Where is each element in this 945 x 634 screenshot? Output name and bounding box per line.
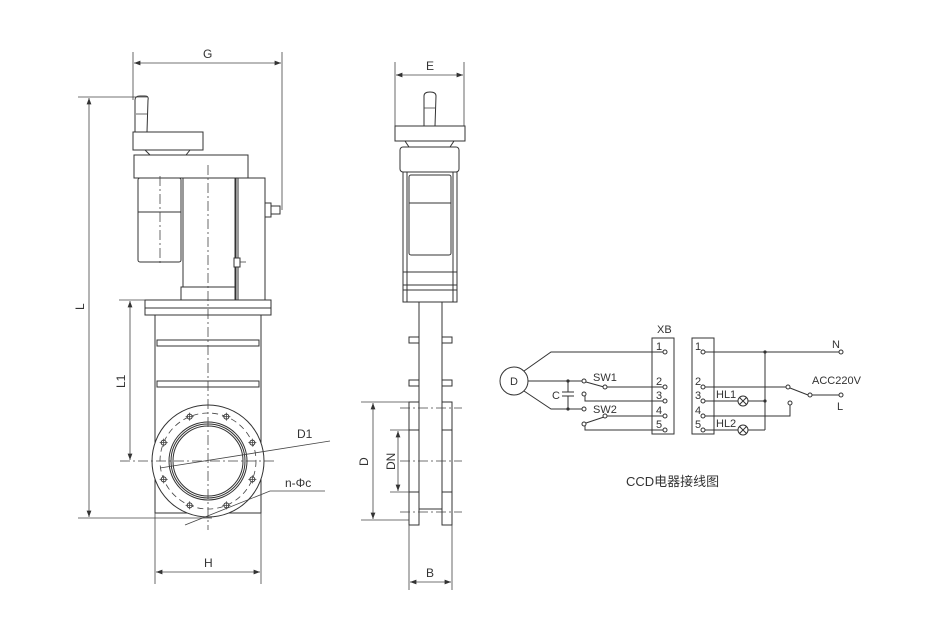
- dimension-dn: DN: [384, 429, 409, 493]
- column: [182, 177, 236, 301]
- dim-e-label: E: [426, 59, 434, 73]
- dimension-d1: D1: [159, 427, 331, 469]
- neutral-label: N: [832, 339, 840, 351]
- live-label: L: [837, 401, 843, 413]
- terminal-number-left: 1: [656, 341, 662, 353]
- front-view: G: [73, 47, 331, 584]
- side-flange-left: [408, 401, 420, 526]
- capacitor-label: C: [552, 390, 560, 402]
- dimension-h: H: [154, 513, 262, 584]
- xb-label: XB: [657, 324, 672, 336]
- contact-point: [602, 413, 608, 419]
- side-handwheel: [394, 125, 466, 142]
- sw1-label: SW1: [593, 372, 617, 384]
- dimension-b: B: [408, 525, 453, 590]
- bolt-hole-icon: [185, 412, 194, 421]
- contact-point: [581, 406, 587, 412]
- terminal-number-right: 2: [695, 376, 701, 388]
- sw2-label: SW2: [593, 404, 617, 416]
- contact-point: [787, 400, 793, 406]
- wiring-diagram: XB 1 1 2 2 3 3 4 4 5 5 D C SW1 SW2: [499, 324, 862, 489]
- hl2-label: HL2: [716, 418, 736, 430]
- bolt-hole-icon: [248, 475, 257, 484]
- dimension-e: E: [394, 59, 465, 130]
- side-handle: [423, 91, 437, 127]
- side-body: [418, 301, 443, 510]
- dim-g-label: G: [203, 47, 212, 61]
- terminal-number-right: 1: [695, 341, 701, 353]
- contact-point: [838, 392, 844, 398]
- contact-point: [581, 378, 587, 384]
- supply-label: ACC220V: [812, 375, 862, 387]
- terminal-screw: [700, 384, 706, 390]
- bolt-hole-icon: [159, 438, 168, 447]
- side-cap: [399, 146, 460, 173]
- side-bonnet: [402, 271, 458, 303]
- terminal-number-left: 2: [656, 376, 662, 388]
- side-flange-right: [441, 401, 453, 526]
- handwheel: [132, 131, 204, 151]
- bolt-holes: [159, 412, 257, 510]
- terminal-screw: [662, 384, 668, 390]
- bolt-hole-icon: [222, 501, 231, 510]
- contact-point: [602, 384, 608, 390]
- dimension-l: L: [73, 96, 212, 519]
- dimension-bolt-holes: n-Φc: [184, 476, 325, 526]
- terminal-screw: [662, 427, 668, 433]
- lamp-hl1-icon: [737, 395, 749, 407]
- contact-point: [581, 421, 587, 427]
- side-view: E D: [357, 59, 466, 590]
- bolt-hole-icon: [248, 438, 257, 447]
- terminal-number-right: 5: [695, 419, 701, 431]
- dim-d1-label: D1: [297, 427, 313, 441]
- contact-point: [785, 384, 791, 390]
- terminal-number-left: 5: [656, 419, 662, 431]
- bolt-hole-icon: [222, 412, 231, 421]
- terminal-screw: [662, 413, 668, 419]
- terminal-screw: [662, 349, 668, 355]
- motor: [137, 177, 182, 263]
- dim-h-label: H: [204, 556, 213, 570]
- dimension-d: D: [357, 401, 409, 521]
- bracket: [235, 177, 266, 301]
- dim-l1-label: L1: [114, 374, 128, 388]
- contact-point: [581, 391, 587, 397]
- limit-switch-fitting: [264, 202, 272, 218]
- terminal-screw: [700, 349, 706, 355]
- terminal-screw: [700, 413, 706, 419]
- terminal-screw: [700, 427, 706, 433]
- terminal-number-right: 4: [695, 405, 701, 417]
- terminal-number-left: 4: [656, 405, 662, 417]
- dim-b-label: B: [426, 566, 434, 580]
- dim-d-label: D: [357, 457, 371, 466]
- terminal-screw: [662, 398, 668, 404]
- dimension-l1: L1: [114, 299, 145, 460]
- motor-label: D: [510, 376, 518, 388]
- bolt-hole-icon: [185, 501, 194, 510]
- terminal-screw: [700, 398, 706, 404]
- top-cap: [133, 154, 249, 179]
- contact-point: [807, 392, 813, 398]
- lamp-hl2-icon: [737, 424, 749, 436]
- hl1-label: HL1: [716, 389, 736, 401]
- dim-l-label: L: [73, 303, 87, 310]
- bolt-hole-icon: [159, 475, 168, 484]
- terminal-number-left: 3: [656, 390, 662, 402]
- dim-dn-label: DN: [384, 453, 398, 470]
- dimension-g: G: [132, 47, 283, 210]
- wiring-caption: CCD电器接线图: [626, 474, 719, 489]
- dim-bolt-holes-label: n-Φc: [285, 476, 311, 490]
- terminal-number-right: 3: [695, 390, 701, 402]
